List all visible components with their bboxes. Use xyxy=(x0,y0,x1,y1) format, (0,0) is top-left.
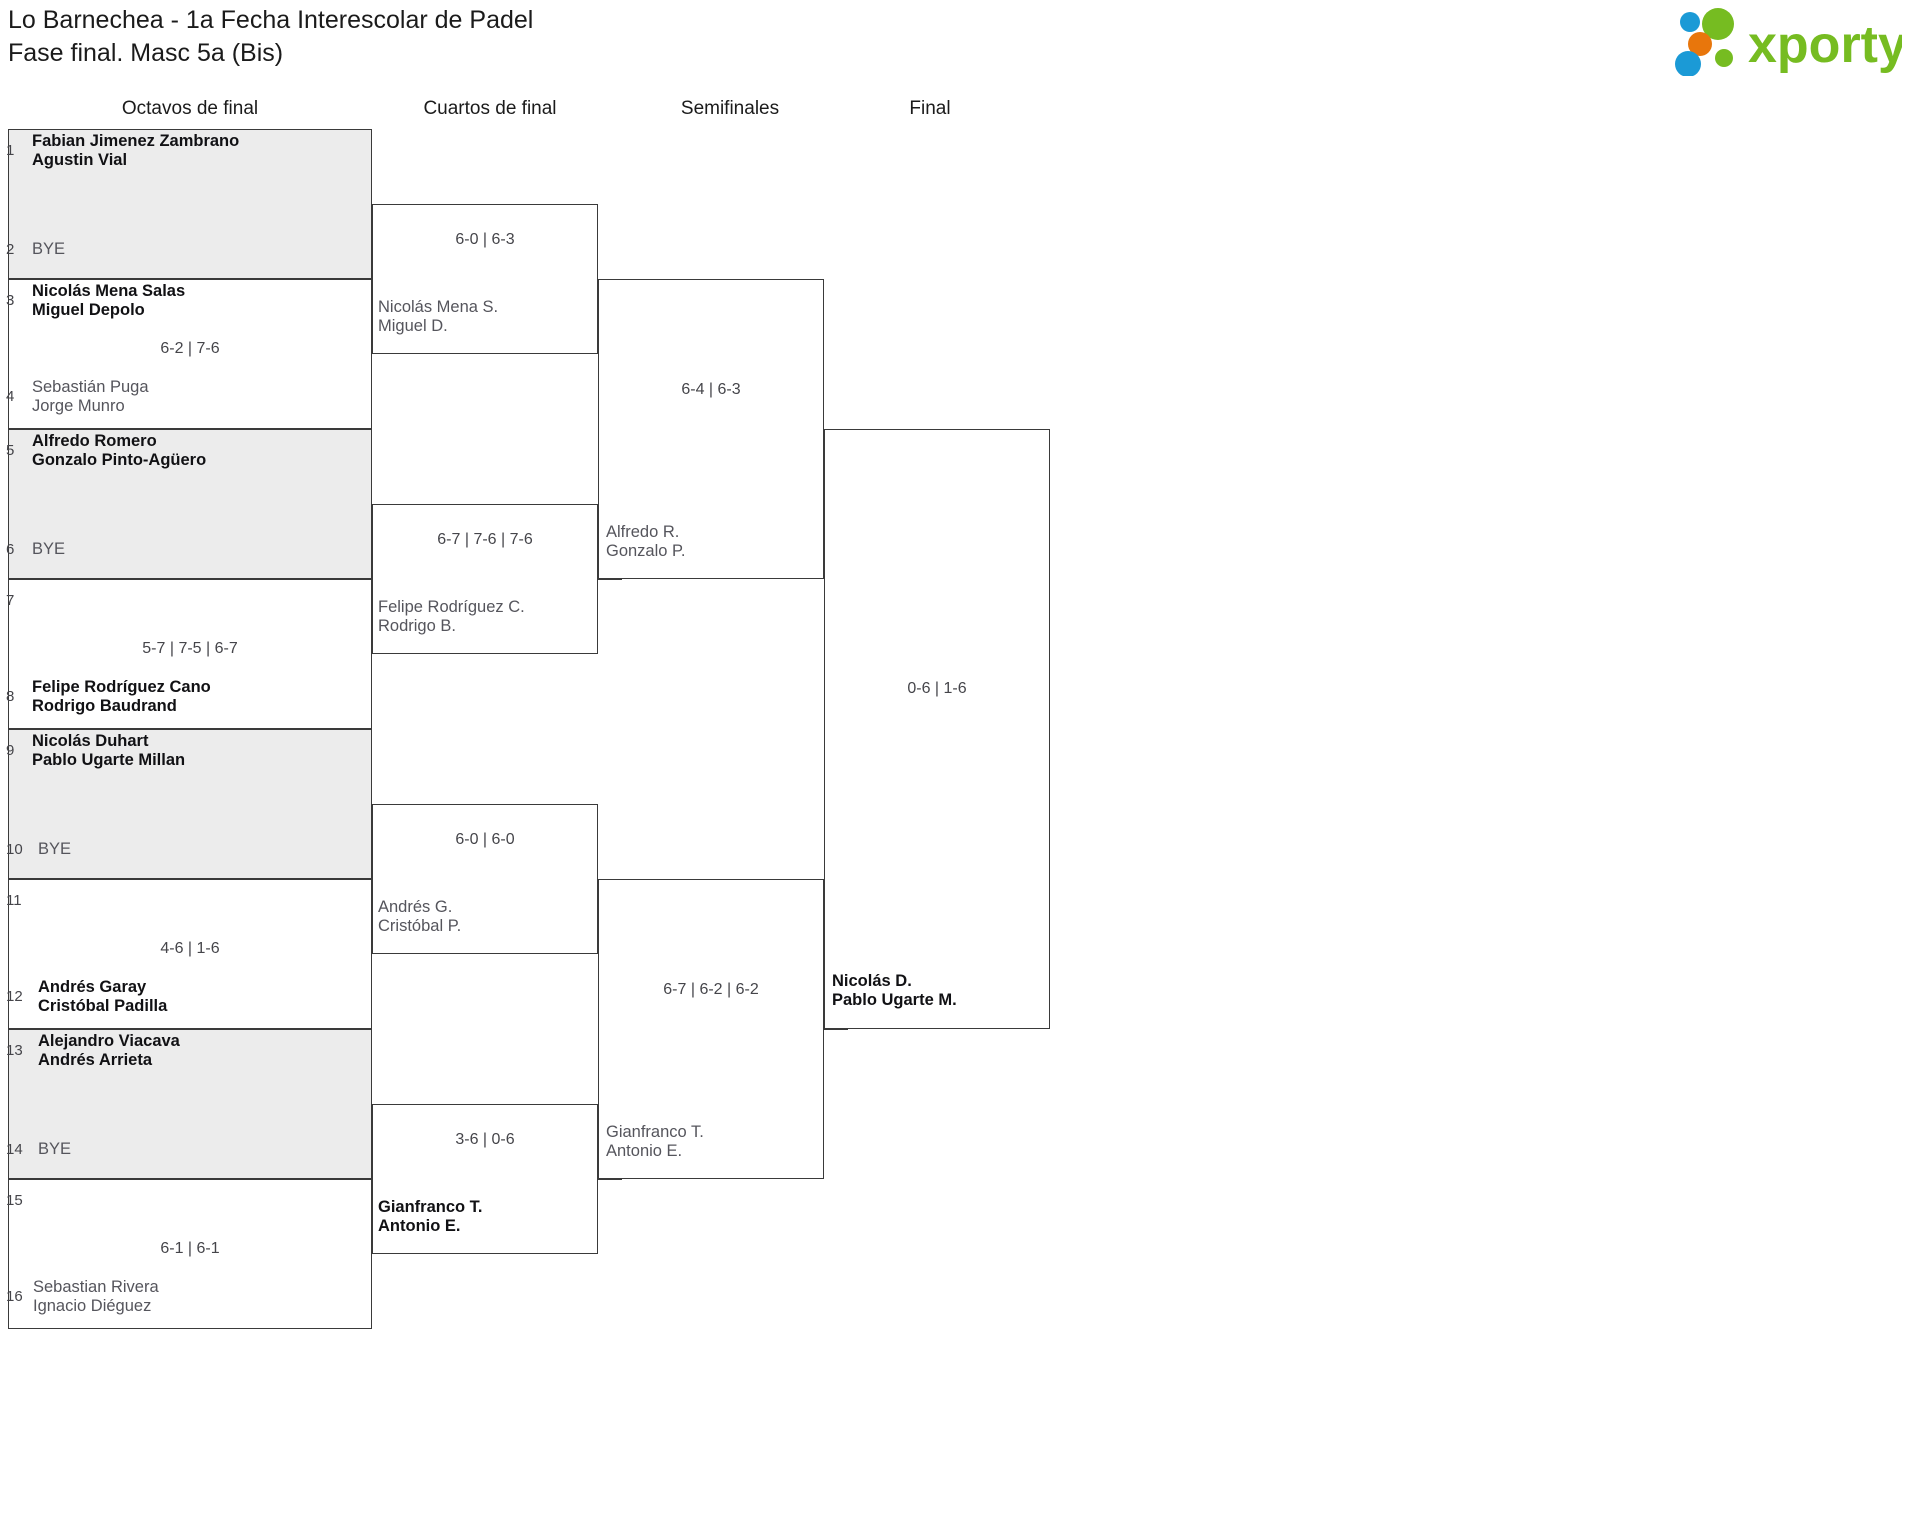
final-team-line1: Nicolás D. xyxy=(832,972,912,990)
final-match[interactable] xyxy=(824,429,1050,1029)
r1-team-8-line2: Rodrigo Baudrand xyxy=(32,697,177,715)
r1-match-3[interactable] xyxy=(8,429,372,579)
sf-connector-2 xyxy=(824,1029,848,1030)
r1-team-13-line1: Alejandro Viacava xyxy=(38,1032,180,1050)
r1-team-14-line1: BYE xyxy=(38,1140,72,1158)
r1-seed-7: 7 xyxy=(6,592,15,609)
r1-match-4[interactable] xyxy=(8,579,372,729)
r1-team-5-line2: Gonzalo Pinto-Agüero xyxy=(32,451,207,469)
r1-seed-16: 16 xyxy=(6,1288,23,1305)
r1-match-2[interactable] xyxy=(8,279,372,429)
r1-team-3-line1: Nicolás Mena Salas xyxy=(32,282,186,300)
r1-seed-5: 5 xyxy=(6,442,15,459)
r1-team-2-line1: BYE xyxy=(32,240,66,258)
page-title: Lo Barnechea - 1a Fecha Interescolar de … xyxy=(8,4,533,70)
r1-seed-11: 11 xyxy=(6,892,22,909)
r1-score-4: 5-7 | 7-5 | 6-7 xyxy=(142,640,238,657)
qf-match-1[interactable] xyxy=(372,204,598,354)
qf-score-4: 3-6 | 0-6 xyxy=(455,1131,515,1148)
sf-team-2-line2: Antonio E. xyxy=(606,1142,683,1160)
logo-dot-green-small xyxy=(1715,49,1733,67)
round-header-octavos: Octavos de final xyxy=(121,98,259,119)
qf-team-2-line2: Rodrigo B. xyxy=(378,617,456,635)
logo-dot-green-large xyxy=(1702,8,1734,40)
logo-dot-blue-bottom xyxy=(1675,51,1701,76)
final-team-line2: Pablo Ugarte M. xyxy=(832,991,957,1009)
r1-seed-2: 2 xyxy=(6,241,15,258)
r1-seed-1: 1 xyxy=(6,142,15,159)
round-header-cuartos: Cuartos de final xyxy=(423,98,557,119)
r1-seed-15: 15 xyxy=(6,1192,23,1209)
r1-seed-8: 8 xyxy=(6,688,15,705)
final-score: 0-6 | 1-6 xyxy=(907,680,967,697)
qf-connector-4 xyxy=(598,1179,622,1180)
r1-team-4-line2: Jorge Munro xyxy=(32,397,125,415)
sf-score-1: 6-4 | 6-3 xyxy=(681,381,741,398)
qf-connector-2 xyxy=(598,579,622,580)
r1-match-5[interactable] xyxy=(8,729,372,879)
r1-team-9-line2: Pablo Ugarte Millan xyxy=(32,751,186,769)
r1-score-6: 4-6 | 1-6 xyxy=(160,940,220,957)
r1-seed-12: 12 xyxy=(6,988,23,1005)
sf-team-1-line1: Alfredo R. xyxy=(606,523,680,541)
r1-seed-4: 4 xyxy=(6,388,15,405)
r1-team-1-line2: Agustin Vial xyxy=(32,151,128,169)
sf-match-1[interactable] xyxy=(598,279,824,579)
qf-score-3: 6-0 | 6-0 xyxy=(455,831,515,848)
xporty-logo: xporty xyxy=(1672,6,1902,76)
sf-team-2-line1: Gianfranco T. xyxy=(606,1123,704,1141)
r1-match-1[interactable] xyxy=(8,129,372,279)
qf-match-2[interactable] xyxy=(372,504,598,654)
logo-wordmark: xporty xyxy=(1748,16,1902,74)
r1-team-8-line1: Felipe Rodríguez Cano xyxy=(32,678,211,696)
qf-team-2-line1: Felipe Rodríguez C. xyxy=(378,598,525,616)
r1-team-10-line1: BYE xyxy=(38,840,72,858)
qf-team-3-line1: Andrés G. xyxy=(378,898,453,916)
r1-team-16-line2: Ignacio Diéguez xyxy=(33,1297,152,1315)
r1-match-7[interactable] xyxy=(8,1029,372,1179)
qf-score-1: 6-0 | 6-3 xyxy=(455,231,515,248)
r1-team-12-line2: Cristóbal Padilla xyxy=(38,997,168,1015)
r1-seed-14: 14 xyxy=(6,1141,23,1158)
qf-match-3[interactable] xyxy=(372,804,598,954)
qf-team-1-line2: Miguel D. xyxy=(378,317,448,335)
r1-match-6[interactable] xyxy=(8,879,372,1029)
qf-team-3-line2: Cristóbal P. xyxy=(378,917,462,935)
qf-team-4-line2: Antonio E. xyxy=(378,1217,461,1235)
r1-match-8[interactable] xyxy=(8,1179,372,1329)
tournament-phase: Fase final. Masc 5a (Bis) xyxy=(8,39,284,67)
r1-team-9-line1: Nicolás Duhart xyxy=(32,732,149,750)
r1-team-16-line1: Sebastian Rivera xyxy=(33,1278,159,1296)
sf-score-2: 6-7 | 6-2 | 6-2 xyxy=(663,981,759,998)
page-header: Lo Barnechea - 1a Fecha Interescolar de … xyxy=(0,0,1920,95)
r1-seed-10: 10 xyxy=(6,841,23,858)
r1-seed-6: 6 xyxy=(6,541,15,558)
r1-team-6-line1: BYE xyxy=(32,540,66,558)
r1-team-3-line2: Miguel Depolo xyxy=(32,301,145,319)
r1-team-13-line2: Andrés Arrieta xyxy=(38,1051,153,1069)
tournament-name: Lo Barnechea - 1a Fecha Interescolar de … xyxy=(8,6,534,34)
r1-team-5-line1: Alfredo Romero xyxy=(32,432,157,450)
qf-team-4-line1: Gianfranco T. xyxy=(378,1198,483,1216)
sf-match-2[interactable] xyxy=(598,879,824,1179)
r1-score-2: 6-2 | 7-6 xyxy=(160,340,220,357)
qf-score-2: 6-7 | 7-6 | 7-6 xyxy=(437,531,533,548)
r1-seed-13: 13 xyxy=(6,1042,23,1059)
logo-dot-orange xyxy=(1688,32,1712,56)
round-header-semifinales: Semifinales xyxy=(680,98,780,119)
round-header-final: Final xyxy=(909,98,951,119)
r1-seed-3: 3 xyxy=(6,292,15,309)
logo-dot-blue-top xyxy=(1680,12,1700,32)
xporty-logo-svg: xporty xyxy=(1675,8,1902,76)
r1-team-12-line1: Andrés Garay xyxy=(38,978,147,996)
sf-team-1-line2: Gonzalo P. xyxy=(606,542,686,560)
r1-team-4-line1: Sebastián Puga xyxy=(32,378,149,396)
r1-team-1-line1: Fabian Jimenez Zambrano xyxy=(32,132,240,150)
r1-score-8: 6-1 | 6-1 xyxy=(160,1240,220,1257)
qf-match-4[interactable] xyxy=(372,1104,598,1254)
qf-team-1-line1: Nicolás Mena S. xyxy=(378,298,499,316)
r1-seed-9: 9 xyxy=(6,742,15,759)
